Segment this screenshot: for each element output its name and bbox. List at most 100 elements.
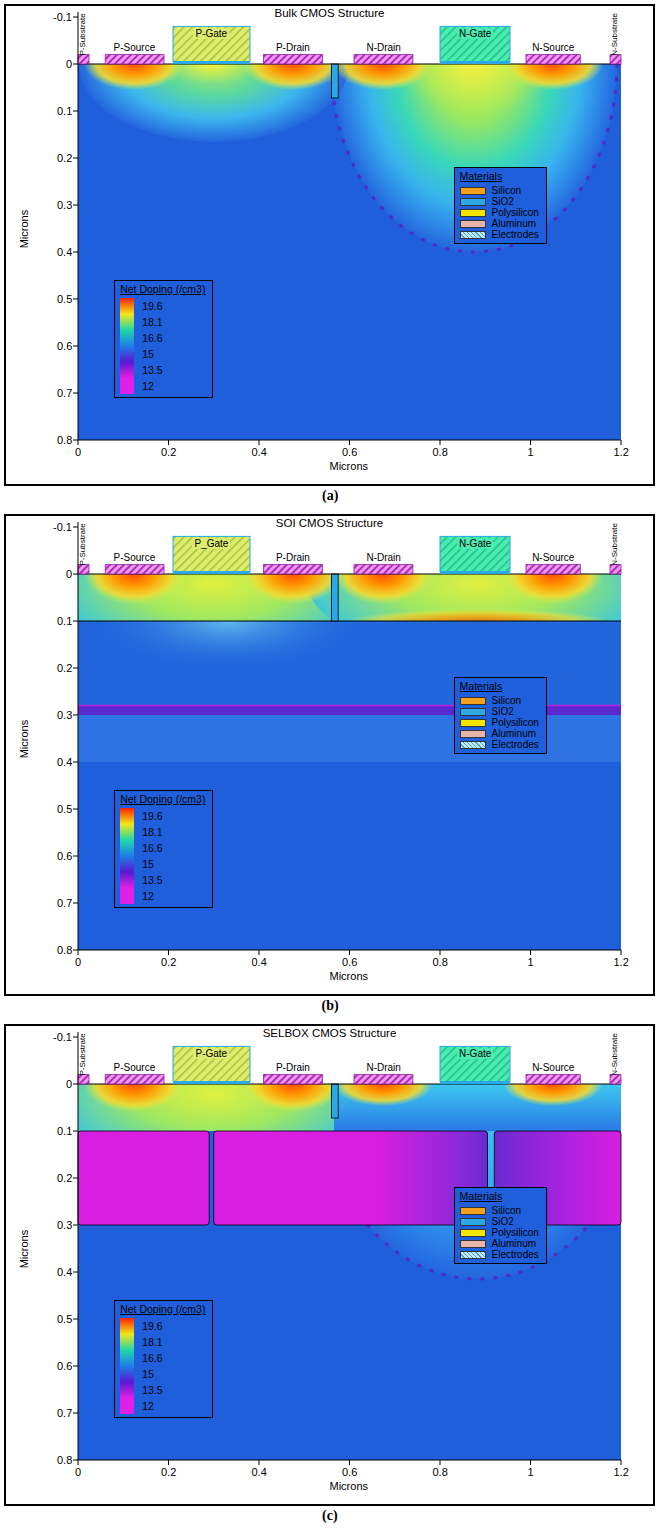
y-tick-label: -0.1	[53, 521, 72, 533]
y-tick-label: -0.1	[53, 11, 72, 23]
x-tick-label: 0.8	[433, 956, 448, 968]
materials-legend: MaterialsSiliconSiO2PolysiliconAluminumE…	[454, 1187, 547, 1264]
y-tick-label: 0.3	[57, 199, 72, 211]
substrate-contact-label: N-Substrate	[611, 13, 620, 56]
y-tick-label: 0.3	[57, 1219, 72, 1231]
legend-text: 13.5	[142, 364, 162, 376]
legend-row: 18.1	[120, 1334, 205, 1350]
panel-frame: SOI CMOS Structure	[4, 514, 655, 996]
legend-swatch	[120, 362, 134, 378]
legend-text: Silicon	[492, 1205, 521, 1216]
legend-row: 12	[120, 378, 205, 394]
axis-title: Microns	[18, 1229, 30, 1268]
gate-label: P_Gate	[192, 538, 230, 549]
buried-oxide-island	[78, 1131, 209, 1225]
legend-row: Aluminum	[460, 728, 539, 739]
x-tick-label: 0.6	[342, 446, 357, 458]
y-tick-label: 0.6	[57, 850, 72, 862]
legend-row: SiO2	[460, 1216, 539, 1227]
legend-row: Polysilicon	[460, 207, 539, 218]
y-tick-label: 0.2	[57, 662, 72, 674]
legend-swatch	[460, 1218, 486, 1226]
legend-swatch	[120, 314, 134, 330]
legend-row: Silicon	[460, 1205, 539, 1216]
bulk-cross-section	[73, 0, 621, 445]
legend-text: 13.5	[142, 874, 162, 886]
panel-caption: (c)	[322, 1508, 338, 1523]
electrode-label: P-Source	[114, 42, 156, 53]
legend-row: Electrodes	[460, 1249, 539, 1260]
legend-row: Silicon	[460, 185, 539, 196]
legend-swatch	[120, 824, 134, 840]
y-tick-label: 0.1	[57, 105, 72, 117]
substrate	[78, 1084, 621, 1460]
legend-row: 15	[120, 856, 205, 872]
device-top	[78, 26, 621, 64]
materials-legend: MaterialsSiliconSiO2PolysiliconAluminumE…	[454, 677, 547, 754]
x-tick-label: 0.6	[342, 1466, 357, 1478]
p-device-doping	[79, 64, 349, 142]
source-drain-doping	[84, 574, 184, 604]
legend-row: Aluminum	[460, 218, 539, 229]
y-tick-label: 0.7	[57, 387, 72, 399]
gate-label: N-Gate	[457, 538, 493, 549]
source-drain-doping	[84, 1084, 184, 1112]
legend-row: Polysilicon	[460, 1227, 539, 1238]
legend-text: 12	[142, 890, 154, 902]
source-drain-doping	[333, 574, 433, 604]
legend-swatch	[460, 708, 486, 716]
y-tick-label: 0.7	[57, 897, 72, 909]
legend-heading: Materials	[460, 170, 539, 183]
doping-legend: Net Doping (/cm3)19.618.116.61513.512	[114, 790, 213, 908]
x-tick-label: 0.8	[433, 1466, 448, 1478]
legend-swatch	[460, 697, 486, 705]
box-interface	[78, 621, 621, 622]
legend-swatch	[460, 1240, 486, 1248]
source-drain-doping	[243, 64, 343, 90]
legend-swatch	[460, 1229, 486, 1237]
y-tick-label: 0	[66, 1078, 72, 1090]
legend-text: Polysilicon	[492, 207, 539, 218]
axis-title: Microns	[330, 1480, 369, 1492]
y-tick-label: 0	[66, 568, 72, 580]
x-tick-label: 1.2	[614, 956, 629, 968]
y-tick-label: 0.8	[57, 434, 72, 446]
legend-text: 19.6	[142, 300, 162, 312]
legend-text: 12	[142, 380, 154, 392]
legend-row: Electrodes	[460, 229, 539, 240]
panel-caption: (a)	[322, 488, 338, 503]
source-drain-doping	[333, 64, 433, 90]
legend-heading: Net Doping (/cm3)	[120, 1303, 205, 1316]
legend-swatch	[460, 1251, 486, 1259]
legend-swatch	[120, 1398, 134, 1414]
gate-label: P-Gate	[193, 28, 229, 39]
legend-text: 18.1	[142, 1336, 162, 1348]
buried-oxide-island	[214, 1131, 488, 1225]
axes	[73, 1032, 621, 1465]
legend-heading: Net Doping (/cm3)	[120, 283, 205, 296]
axes	[73, 522, 621, 955]
legend-swatch	[120, 1350, 134, 1366]
legend-swatch	[120, 856, 134, 872]
junction-speckle	[331, 64, 617, 252]
legend-text: 15	[142, 858, 154, 870]
isolation-trench	[331, 574, 338, 621]
legend-text: Silicon	[492, 185, 521, 196]
legend-text: SiO2	[492, 196, 514, 207]
legend-row: 13.5	[120, 872, 205, 888]
y-tick-label: 0.1	[57, 1125, 72, 1137]
legend-text: SiO2	[492, 706, 514, 717]
substrate-contact-label: P-Substrate	[79, 13, 88, 55]
legend-row: Polysilicon	[460, 717, 539, 728]
source-drain-doping	[243, 1084, 334, 1112]
legend-text: Aluminum	[492, 1238, 536, 1249]
panel-frame: Bulk CMOS Structure	[4, 4, 655, 486]
axis-title: Microns	[330, 970, 369, 982]
film-doping	[78, 1084, 334, 1131]
legend-text: 12	[142, 1400, 154, 1412]
device-top	[78, 1046, 621, 1084]
legend-row: 15	[120, 1366, 205, 1382]
legend-heading: Net Doping (/cm3)	[120, 793, 205, 806]
electrode-label: P-Source	[114, 1062, 156, 1073]
legend-swatch	[460, 1207, 486, 1215]
